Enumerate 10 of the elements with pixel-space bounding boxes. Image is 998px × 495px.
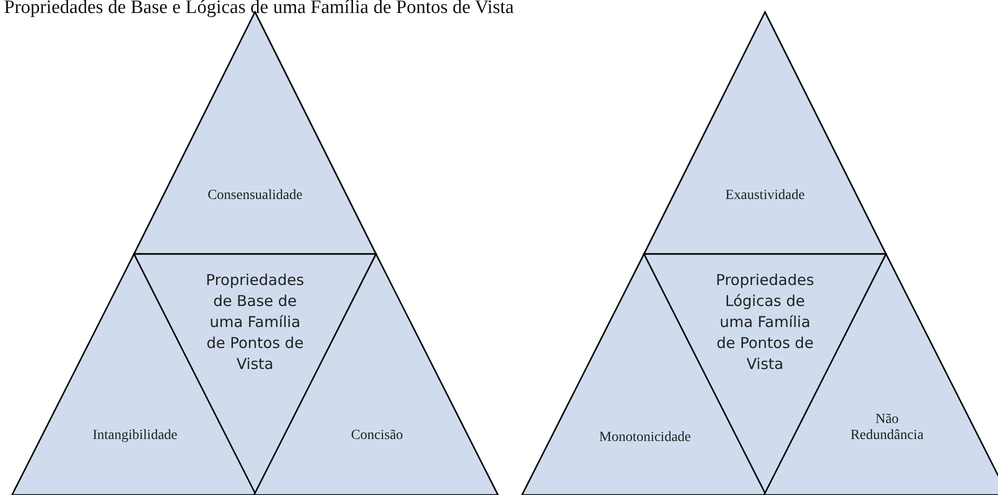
triangle-label: Exaustividade bbox=[725, 188, 805, 204]
triangle-label: Propriedades de Base de uma Família de Pontos de Vista bbox=[204, 270, 306, 375]
diagram-title: Propriedades de Base e Lógicas de uma Família de Pontos de Vista bbox=[4, 0, 514, 19]
triangle-label: Consensualidade bbox=[208, 188, 302, 204]
triangle-label: Monotonicidade bbox=[599, 430, 691, 446]
triangle-label: Concisão bbox=[350, 428, 404, 444]
triangle-label: Intangibilidade bbox=[92, 428, 178, 444]
triangle-segment bbox=[644, 12, 886, 254]
triangle-label: Não Redundância bbox=[849, 412, 925, 444]
triangle-label: Propriedades Lógicas de uma Família de Pontos de Vista bbox=[714, 270, 816, 375]
